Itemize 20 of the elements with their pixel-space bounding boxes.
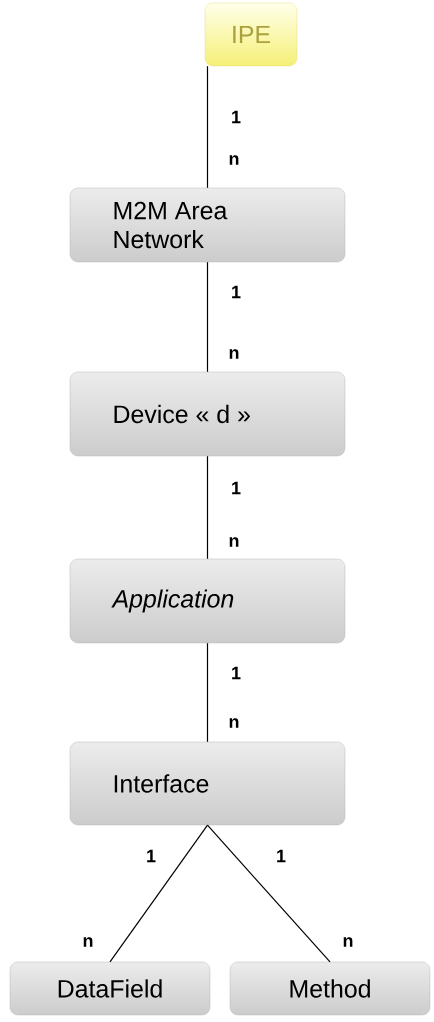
cardinality-label: 1	[147, 849, 156, 863]
cardinality-label: 1	[232, 666, 241, 680]
connector-line	[109, 824, 209, 963]
cardinality-label: 1	[277, 849, 286, 863]
connector-line	[206, 824, 331, 963]
entity-box: Device « d »	[69, 371, 346, 457]
entity-box: DataField	[9, 961, 211, 1016]
connector-line	[206, 65, 209, 189]
cardinality-label: 1	[232, 285, 241, 299]
entity-box: IPE	[204, 2, 298, 67]
entity-box: Method	[229, 961, 431, 1016]
cardinality-label: 1	[232, 110, 241, 124]
cardinality-label: n	[229, 155, 239, 165]
entity-box: Interface	[69, 741, 346, 826]
connector-line	[206, 455, 209, 560]
connector-line	[206, 261, 209, 373]
entity-box: M2M Area Network	[69, 187, 346, 263]
connector-line	[206, 642, 209, 743]
cardinality-label: 1	[232, 481, 241, 495]
entity-box: Application	[69, 558, 346, 644]
